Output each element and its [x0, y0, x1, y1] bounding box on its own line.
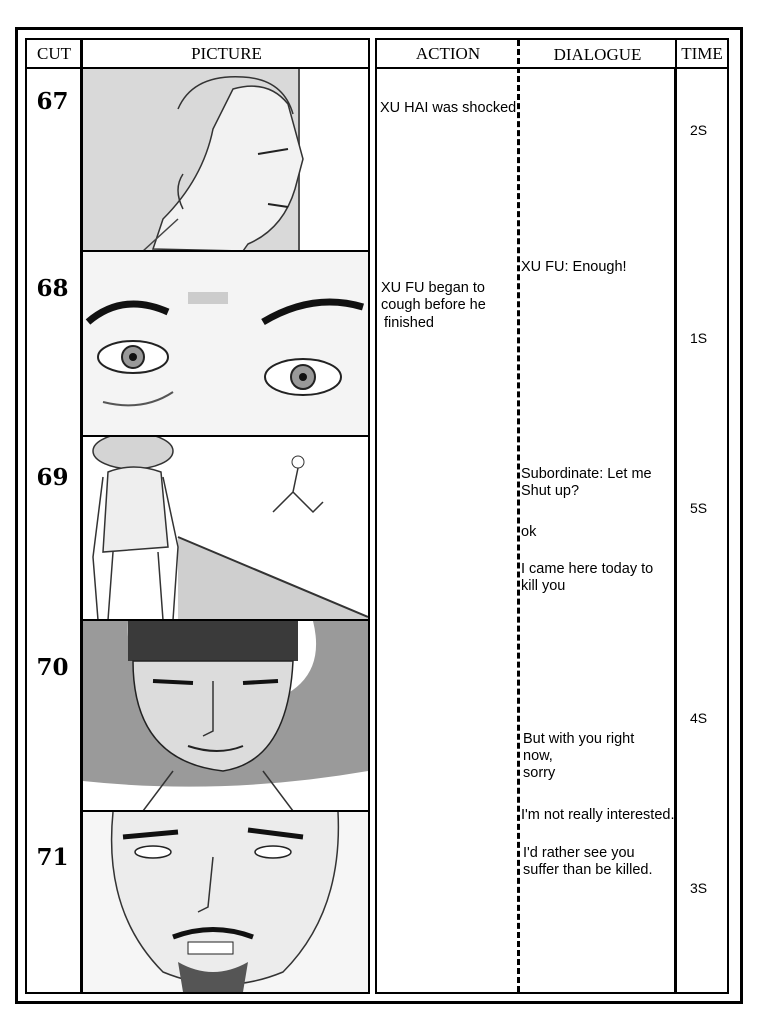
picture-column: [81, 67, 370, 994]
dialogue-text: ok: [521, 524, 537, 540]
time-value: 3S: [690, 880, 708, 896]
panel-divider: [81, 810, 370, 812]
panel-divider: [81, 250, 370, 252]
dialogue-text: suffer than be killed.: [523, 862, 653, 878]
dialogue-text: I'm not really interested.: [521, 807, 675, 823]
dialogue-text: I'd rather see you: [523, 845, 635, 861]
man-back-view-sketch-icon: [83, 437, 368, 620]
action-text: cough before he: [381, 297, 486, 313]
dialogue-text: kill you: [521, 578, 566, 594]
panel-divider: [81, 435, 370, 437]
dialogue-text: I came here today to: [521, 561, 654, 577]
header-dialogue: DIALOGUE: [553, 45, 642, 64]
dialogue-text: Shut up?: [521, 483, 580, 499]
dialogue-text: sorry: [523, 765, 556, 781]
action-text: XU HAI was shocked: [380, 100, 517, 116]
boy-profile-sketch-icon: [83, 69, 368, 251]
header-picture: PICTURE: [191, 44, 262, 63]
header-cut: CUT: [37, 44, 71, 63]
time-value: 5S: [690, 500, 708, 516]
dialogue-text: XU FU: Enough!: [521, 259, 627, 275]
time-column: [675, 67, 729, 994]
bearded-face-sketch-icon: [83, 812, 368, 992]
dialogue-text: But with you right: [523, 731, 635, 747]
panel-divider: [81, 619, 370, 621]
cut-number: 69: [36, 464, 69, 491]
header-action: ACTION: [415, 44, 481, 63]
dialogue-divider: [517, 40, 520, 992]
action-text: XU FU began to: [381, 280, 485, 296]
time-value: 4S: [690, 710, 708, 726]
dialogue-text: Subordinate: Let me: [521, 466, 652, 482]
action-text: finished: [384, 315, 434, 331]
cut-number: 70: [36, 654, 69, 681]
time-value: 1S: [690, 330, 708, 346]
cut-number: 67: [36, 88, 69, 115]
header-time: TIME: [681, 44, 723, 63]
time-value: 2S: [690, 122, 708, 138]
eyes-closeup-sketch-icon: [83, 252, 368, 436]
man-hat-face-sketch-icon: [83, 621, 368, 811]
cut-number: 71: [36, 844, 69, 871]
cut-number: 68: [36, 275, 69, 302]
storyboard-frame: [15, 27, 743, 1004]
dialogue-text: now,: [523, 748, 553, 764]
